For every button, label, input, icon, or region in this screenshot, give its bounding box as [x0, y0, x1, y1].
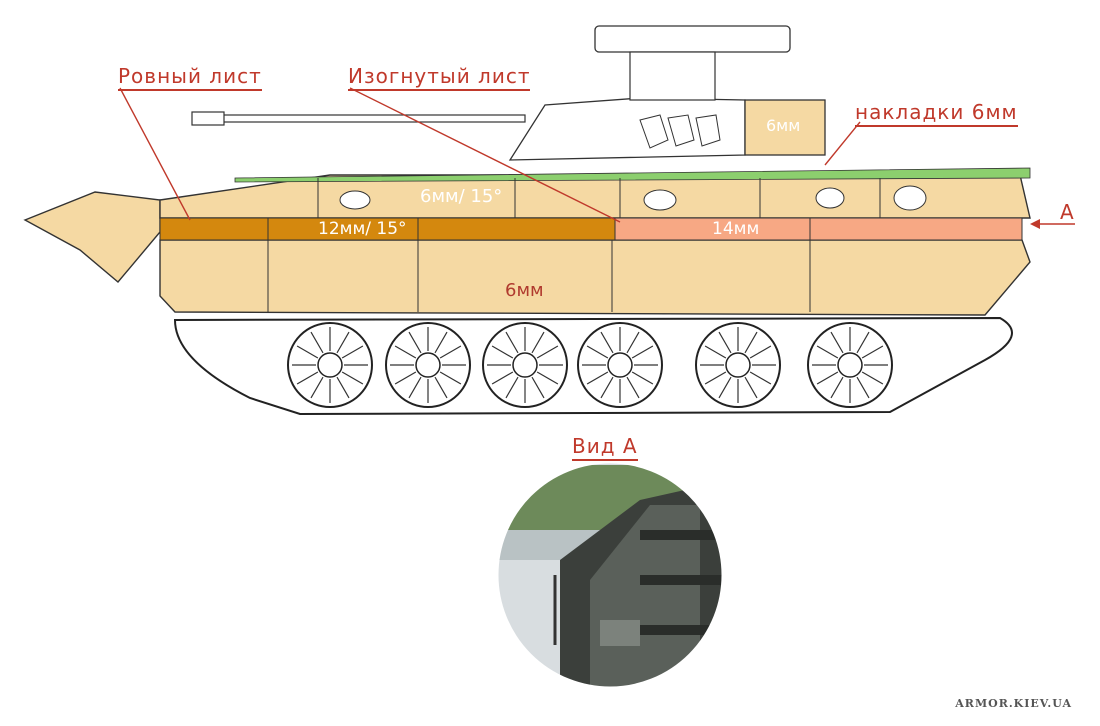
road-wheel: [577, 322, 663, 408]
leader-lines: [119, 87, 1075, 225]
panel-seams: [267, 178, 881, 312]
label-view-title: Вид А: [572, 434, 638, 461]
launcher-mount: [629, 51, 716, 101]
dim-strip-rear: 14мм: [712, 219, 760, 239]
road-wheel: [695, 322, 781, 408]
porthole: [893, 185, 927, 211]
road-wheel: [385, 322, 471, 408]
missile-launcher: [594, 25, 791, 53]
dim-strip-front: 12мм/ 15°: [318, 219, 407, 239]
road-wheels: [287, 322, 893, 408]
turret: [191, 25, 826, 161]
running-gear: [173, 316, 1013, 416]
smoke-launchers: [639, 114, 721, 149]
road-wheel: [807, 322, 893, 408]
front-nose: [23, 191, 161, 283]
label-view-marker: A: [1060, 200, 1075, 224]
label-bent-plate: Изогнутый лист: [348, 64, 531, 91]
view-arrow: [1030, 219, 1040, 229]
dim-turret-plate: 6мм: [766, 116, 801, 135]
gun-barrel: [194, 114, 526, 123]
muzzle-brake: [191, 111, 225, 126]
dim-lower-side: 6мм: [505, 280, 544, 301]
hull-side: [23, 167, 1031, 316]
porthole: [339, 190, 371, 210]
strip-rear-14mm: [614, 217, 1023, 241]
porthole: [815, 187, 845, 209]
view-a-photo: [497, 462, 723, 688]
porthole: [643, 189, 677, 211]
lower-side-plate: [159, 239, 1031, 316]
road-wheel: [482, 322, 568, 408]
label-overlays: накладки 6мм: [855, 100, 1018, 127]
dim-upper-bent: 6мм/ 15°: [420, 186, 503, 207]
top-green-strip: [234, 167, 1031, 183]
label-flat-plate: Ровный лист: [118, 64, 262, 91]
watermark: ARMOR.KIEV.UA: [955, 697, 1072, 710]
road-wheel: [287, 322, 373, 408]
overlay-plate-6mm: [744, 99, 826, 156]
